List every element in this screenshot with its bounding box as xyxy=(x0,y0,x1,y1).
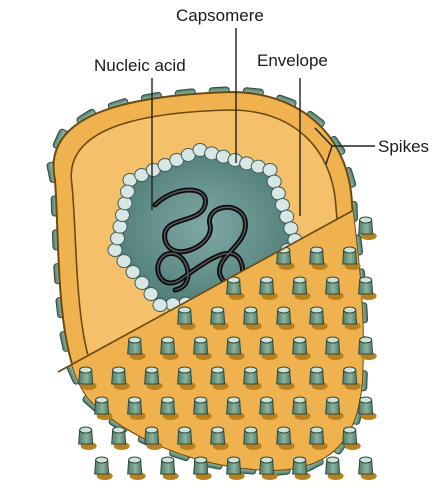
capsomere xyxy=(108,244,122,257)
spike-head xyxy=(359,457,377,480)
spike-head xyxy=(326,457,344,480)
capsomere xyxy=(267,175,281,188)
spike-head xyxy=(161,457,179,480)
envelope-label: Envelope xyxy=(257,51,328,70)
spike-head xyxy=(359,397,377,420)
capsomere xyxy=(118,197,132,210)
capsomere xyxy=(126,266,140,279)
spikes-label: Spikes xyxy=(378,137,429,156)
capsomere xyxy=(144,288,158,301)
capsomere xyxy=(111,232,125,245)
capsomere xyxy=(263,164,277,177)
capsomere xyxy=(116,209,130,222)
spike-head xyxy=(95,457,113,480)
spike-head xyxy=(79,427,97,450)
spike-head xyxy=(128,457,146,480)
capsomere xyxy=(153,299,167,312)
capsomere xyxy=(121,185,135,198)
spike-head xyxy=(359,217,377,240)
nucleic-acid-label: Nucleic acid xyxy=(94,56,186,75)
capsomere xyxy=(117,255,131,268)
capsomere xyxy=(280,210,294,223)
spike-head xyxy=(359,337,377,360)
spike-head xyxy=(359,277,377,300)
capsomere xyxy=(271,187,285,200)
capsomere xyxy=(113,220,127,233)
spike-head xyxy=(343,427,361,450)
capsomere-label: Capsomere xyxy=(176,6,264,25)
capsomere xyxy=(276,199,290,212)
capsomere xyxy=(284,222,298,235)
capsomere xyxy=(135,277,149,290)
